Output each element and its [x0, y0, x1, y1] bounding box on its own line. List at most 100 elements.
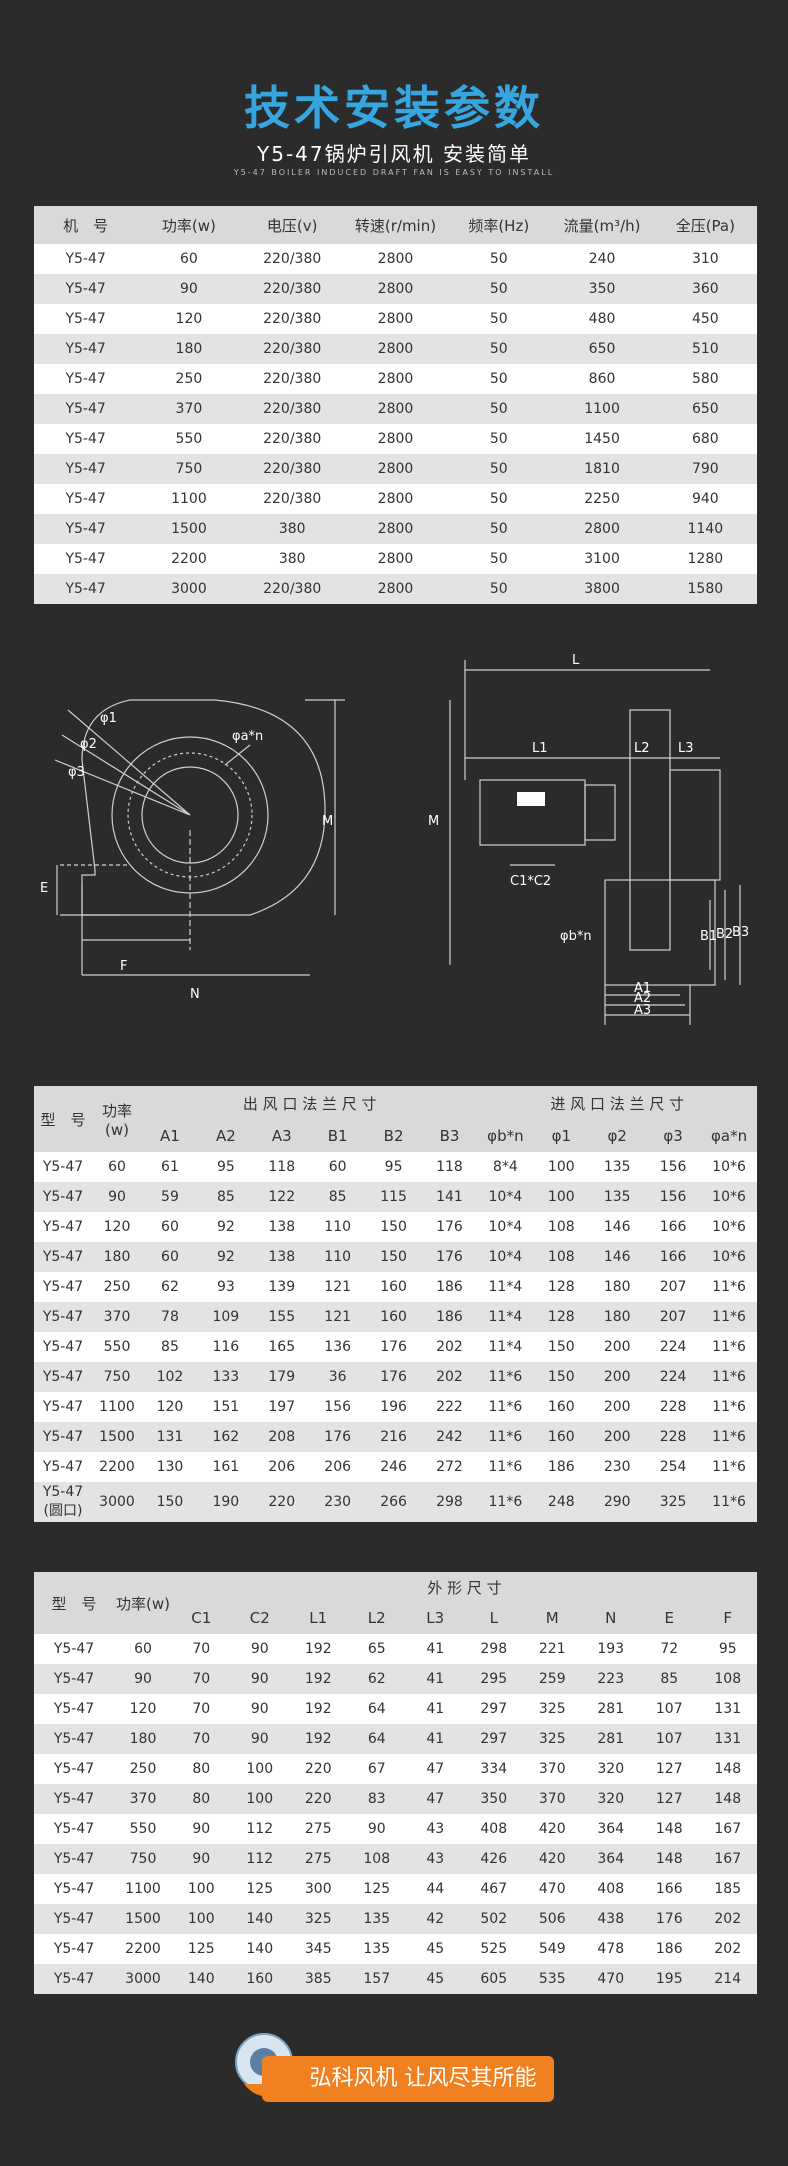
- outline-subheader-7: N: [581, 1602, 640, 1634]
- table-cell: 146: [589, 1212, 646, 1242]
- table-cell: 259: [523, 1664, 582, 1694]
- table-cell: 156: [645, 1152, 702, 1182]
- table-cell: 138: [253, 1242, 310, 1272]
- table-cell: 325: [645, 1482, 702, 1522]
- table-cell: 70: [172, 1694, 231, 1724]
- group-outlet: 出 风 口 法 兰 尺 寸: [142, 1086, 478, 1120]
- table-cell: Y5-47: [34, 1422, 92, 1452]
- table-cell: 186: [421, 1272, 478, 1302]
- table-cell: 60: [92, 1152, 142, 1182]
- table-cell: 90: [347, 1814, 406, 1844]
- table-cell: 131: [142, 1422, 198, 1452]
- table-cell: 1500: [137, 514, 241, 544]
- table-cell: Y5-47: [34, 484, 138, 514]
- table-cell: Y5-47: [34, 544, 138, 574]
- table-cell: 83: [347, 1784, 406, 1814]
- table-cell: 230: [309, 1482, 366, 1522]
- label-F: F: [120, 959, 127, 974]
- table-cell: 130: [142, 1452, 198, 1482]
- table-cell: 85: [197, 1182, 254, 1212]
- flange-table: 型 号 功率(w) 出 风 口 法 兰 尺 寸 进 风 口 法 兰 尺 寸 A1…: [34, 1086, 757, 1522]
- table-cell: 179: [253, 1362, 310, 1392]
- table-cell: 64: [347, 1724, 406, 1754]
- table-cell: 3800: [550, 574, 654, 604]
- group-outline: 外 形 尺 寸: [172, 1572, 757, 1602]
- table-cell: 192: [289, 1634, 348, 1664]
- table-cell: Y5-47: [34, 1152, 92, 1182]
- table-cell: 250: [137, 364, 241, 394]
- table-cell: 11*6: [701, 1332, 757, 1362]
- table-cell: 156: [309, 1392, 366, 1422]
- table-cell: Y5-47: [34, 334, 138, 364]
- table-cell: 70: [172, 1724, 231, 1754]
- table-cell: 680: [653, 424, 757, 454]
- outline-subheader-4: L3: [406, 1602, 465, 1634]
- table-cell: 480: [550, 304, 654, 334]
- flange-subheader-1: A2: [197, 1120, 254, 1152]
- table-cell: 1100: [114, 1874, 172, 1904]
- table-cell: 228: [645, 1392, 702, 1422]
- table-cell: 580: [653, 364, 757, 394]
- table-cell: 8*4: [477, 1152, 534, 1182]
- table-cell: 240: [550, 244, 654, 274]
- table-cell: 325: [289, 1904, 348, 1934]
- table-cell: 108: [347, 1844, 406, 1874]
- table-cell: 1100: [137, 484, 241, 514]
- table-cell: 11*6: [701, 1392, 757, 1422]
- table-cell: 11*4: [477, 1332, 534, 1362]
- table-cell: 167: [698, 1814, 757, 1844]
- table-cell: 116: [197, 1332, 254, 1362]
- table-cell: 160: [230, 1964, 289, 1994]
- table-cell: 370: [523, 1784, 582, 1814]
- table-cell: 118: [421, 1152, 478, 1182]
- table-cell: 60: [142, 1212, 198, 1242]
- table-cell: 60: [142, 1242, 198, 1272]
- table-cell: 186: [421, 1302, 478, 1332]
- label-A3: A3: [634, 1003, 651, 1018]
- table-cell: 220/380: [240, 424, 344, 454]
- table-cell: 250: [92, 1272, 142, 1302]
- table-cell: 120: [92, 1212, 142, 1242]
- page-subtitle: Y5-47锅炉引风机 安装简单: [257, 142, 531, 166]
- table-cell: 246: [365, 1452, 422, 1482]
- table-cell: 150: [533, 1362, 590, 1392]
- table-cell: 281: [581, 1694, 640, 1724]
- label-phi3: φ3: [68, 765, 85, 780]
- group-inlet: 进 风 口 法 兰 尺 寸: [477, 1086, 757, 1120]
- table-cell: 220/380: [240, 244, 344, 274]
- table-cell: 1500: [92, 1422, 142, 1452]
- table-cell: 72: [640, 1634, 699, 1664]
- table-cell: Y5-47: [34, 1634, 114, 1664]
- table-cell: 206: [309, 1452, 366, 1482]
- table-cell: 1810: [550, 454, 654, 484]
- table-cell: 62: [142, 1272, 198, 1302]
- table-cell: 150: [142, 1482, 198, 1522]
- table-cell: 50: [447, 364, 551, 394]
- spec-header-6: 全压(Pa): [653, 206, 757, 244]
- label-N: N: [190, 987, 200, 1002]
- table-cell: 2800: [343, 394, 448, 424]
- table-cell: 138: [253, 1212, 310, 1242]
- table-cell: Y5-47: [34, 1754, 114, 1784]
- table-cell: 107: [640, 1724, 699, 1754]
- table-cell: 223: [581, 1664, 640, 1694]
- table-cell: 11*6: [701, 1482, 757, 1522]
- table-cell: 93: [197, 1272, 254, 1302]
- table-cell: 157: [347, 1964, 406, 1994]
- spec-header-4: 频率(Hz): [447, 206, 551, 244]
- table-cell: 380: [240, 544, 344, 574]
- table-cell: Y5-47: [34, 1212, 92, 1242]
- table-cell: 2200: [114, 1934, 172, 1964]
- table-cell: 60: [309, 1152, 366, 1182]
- table-cell: 860: [550, 364, 654, 394]
- table-cell: 95: [698, 1634, 757, 1664]
- label-phibn: φb*n: [560, 929, 592, 944]
